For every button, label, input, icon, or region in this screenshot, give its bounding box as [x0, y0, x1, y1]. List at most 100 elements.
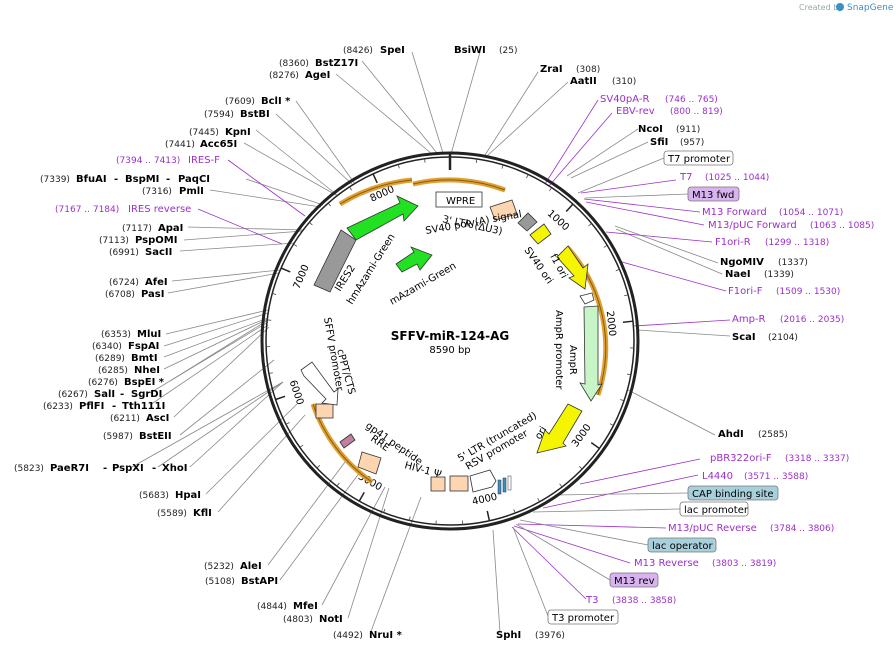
primer-f1ori-r-name[interactable]: F1ori-R: [715, 237, 751, 248]
minor-tick: [549, 187, 552, 192]
site-zrai-name[interactable]: ZraI: [540, 64, 563, 75]
site-pspomi-name[interactable]: PspOMI: [135, 235, 177, 246]
site-mfei-name[interactable]: MfeI: [293, 601, 318, 612]
site-agei-name[interactable]: AgeI: [305, 70, 330, 81]
sv40-polya-label: SV40 poly(A) signal: [425, 209, 523, 237]
site-bspmi-name[interactable]: BspMI: [125, 174, 159, 185]
t7-promoter-label[interactable]: T7 promoter: [667, 154, 731, 165]
site-scai-pos: (2104): [768, 333, 798, 343]
mazami-green-feature: [395, 246, 433, 273]
primer-amp-r-name[interactable]: Amp-R: [732, 314, 766, 325]
site-pasi-name[interactable]: PasI: [141, 289, 164, 300]
site-pflfi-pos: (6233): [43, 402, 73, 412]
site-afei-name[interactable]: AfeI: [145, 277, 168, 288]
site-mlui-name[interactable]: MluI: [137, 329, 161, 340]
m13-fwd-label[interactable]: M13 fwd: [692, 190, 734, 201]
site-ngomiv-name[interactable]: NgoMIV: [720, 257, 764, 268]
site-sgrdi-name[interactable]: SgrDI: [131, 389, 162, 400]
primer-m13-puc-forward-pos: (1063 .. 1085): [810, 221, 874, 231]
site-acc65i-name[interactable]: Acc65I: [200, 139, 237, 150]
sv40-polya-feature: [517, 212, 538, 232]
site-tth111i-name[interactable]: Tth111I: [122, 401, 165, 412]
site-bspei-name[interactable]: BspEI *: [124, 377, 165, 388]
lac-promoter-label[interactable]: lac promoter: [684, 505, 749, 516]
dash-sep-5: -: [103, 463, 107, 474]
primer-f1ori-f-name[interactable]: F1ori-F: [728, 286, 763, 297]
site-bmti-name[interactable]: BmtI: [131, 353, 158, 364]
site-alei-name[interactable]: AleI: [240, 561, 262, 572]
site-ncoi-name[interactable]: NcoI: [638, 124, 663, 135]
site-ahdi-name[interactable]: AhdI: [718, 429, 744, 440]
site-pspxi-name[interactable]: PspXI: [112, 463, 144, 474]
lac-operator-label[interactable]: lac operator: [652, 541, 713, 552]
minor-tick: [336, 482, 340, 487]
primer-amp-r-pos: (2016 .. 2035): [780, 315, 844, 325]
m13-rev-label[interactable]: M13 rev: [614, 576, 655, 587]
minor-tick: [285, 422, 290, 425]
site-pflfi-name[interactable]: PflFI: [79, 401, 104, 412]
site-fspai-pos: (6340): [92, 342, 122, 352]
site-leader-lines: [131, 51, 731, 635]
site-hpai-name[interactable]: HpaI: [175, 490, 201, 501]
site-spei-name[interactable]: SpeI: [380, 45, 405, 56]
primer-ires-f-name[interactable]: IRES-F: [188, 155, 220, 166]
primer-m13-forward-name[interactable]: M13 Forward: [702, 207, 767, 218]
site-bstapi-name[interactable]: BstAPI: [241, 576, 278, 587]
site-scai-name[interactable]: ScaI: [732, 332, 756, 343]
primer-m13-reverse-name[interactable]: M13 Reverse: [634, 558, 699, 569]
site-sacii-name[interactable]: SacII: [145, 247, 172, 258]
site-zrai-pos: (308): [576, 65, 600, 75]
site-sali-name[interactable]: SalI: [94, 389, 115, 400]
site-bsiwi-name[interactable]: BsiWI: [454, 45, 486, 56]
site-fspai-name[interactable]: FspAI: [128, 341, 159, 352]
site-noti-name[interactable]: NotI: [319, 614, 343, 625]
tick-label-6000: 6000: [287, 379, 306, 407]
site-kfli-name[interactable]: KflI: [193, 508, 212, 519]
primer-sv40pa-r-name[interactable]: SV40pA-R: [600, 94, 649, 105]
site-bcli-name[interactable]: BclI *: [261, 96, 291, 107]
primer-ebv-rev-name[interactable]: EBV-rev: [616, 106, 655, 117]
ires2-feature: [313, 229, 357, 293]
site-kpni-name[interactable]: KpnI: [225, 127, 251, 138]
site-nrui-name[interactable]: NruI *: [369, 630, 403, 641]
site-aatii-name[interactable]: AatII: [570, 76, 597, 87]
primer-ires-reverse-name[interactable]: IRES reverse: [128, 204, 191, 215]
site-paer7i-name[interactable]: PaeR7I: [50, 463, 89, 474]
site-naei-name[interactable]: NaeI: [725, 269, 751, 280]
site-nhei-pos: (6285): [98, 366, 128, 376]
primer-pbr322ori-f-name[interactable]: pBR322ori-F: [710, 453, 772, 464]
site-asci-name[interactable]: AscI: [146, 413, 169, 424]
site-bstbi-name[interactable]: BstBI: [240, 109, 270, 120]
site-sphi-name[interactable]: SphI: [496, 630, 521, 641]
sffv-promoter-feature: [300, 361, 339, 406]
left-sites: (8426) SpeI (8360) BstZ17I (8276) AgeI (…: [14, 45, 405, 641]
primer-t7-name[interactable]: T7: [679, 172, 692, 183]
t3-promoter-label[interactable]: T3 promoter: [551, 613, 615, 624]
plasmid-length: 8590 bp: [429, 345, 470, 356]
site-afei-pos: (6724): [109, 278, 139, 288]
minor-tick: [501, 164, 504, 169]
site-nrui-pos: (4492): [333, 631, 363, 641]
site-bspei-pos: (6276): [88, 378, 118, 388]
primer-t3-name[interactable]: T3: [585, 595, 598, 606]
minor-tick: [299, 444, 304, 448]
site-pasi-pos: (6708): [105, 290, 135, 300]
site-bsteii-pos: (5987): [103, 432, 133, 442]
site-sfii-name[interactable]: SfiI: [650, 137, 668, 148]
minor-tick: [408, 516, 411, 521]
hmazami-green-feature: [346, 195, 419, 241]
site-paqci-name[interactable]: PaqCI: [178, 174, 210, 185]
primer-m13-puc-forward-name[interactable]: M13/pUC Forward: [708, 220, 797, 231]
site-apai-name[interactable]: ApaI: [158, 223, 183, 234]
site-agei-pos: (8276): [269, 71, 299, 81]
site-nhei-name[interactable]: NheI: [134, 365, 160, 376]
site-xhoi-name[interactable]: XhoI: [162, 463, 187, 474]
site-bsteii-name[interactable]: BstEII: [139, 431, 172, 442]
minor-tick: [537, 498, 540, 502]
cap-binding-label[interactable]: CAP binding site: [692, 489, 774, 500]
site-pmli-name[interactable]: PmlI: [179, 186, 204, 197]
primer-m13-puc-reverse-name[interactable]: M13/pUC Reverse: [668, 523, 757, 534]
site-bfuai-name[interactable]: BfuAI: [76, 174, 107, 185]
site-bstz17i-name[interactable]: BstZ17I: [315, 58, 358, 69]
primer-l4440-name[interactable]: L4440: [702, 471, 733, 482]
